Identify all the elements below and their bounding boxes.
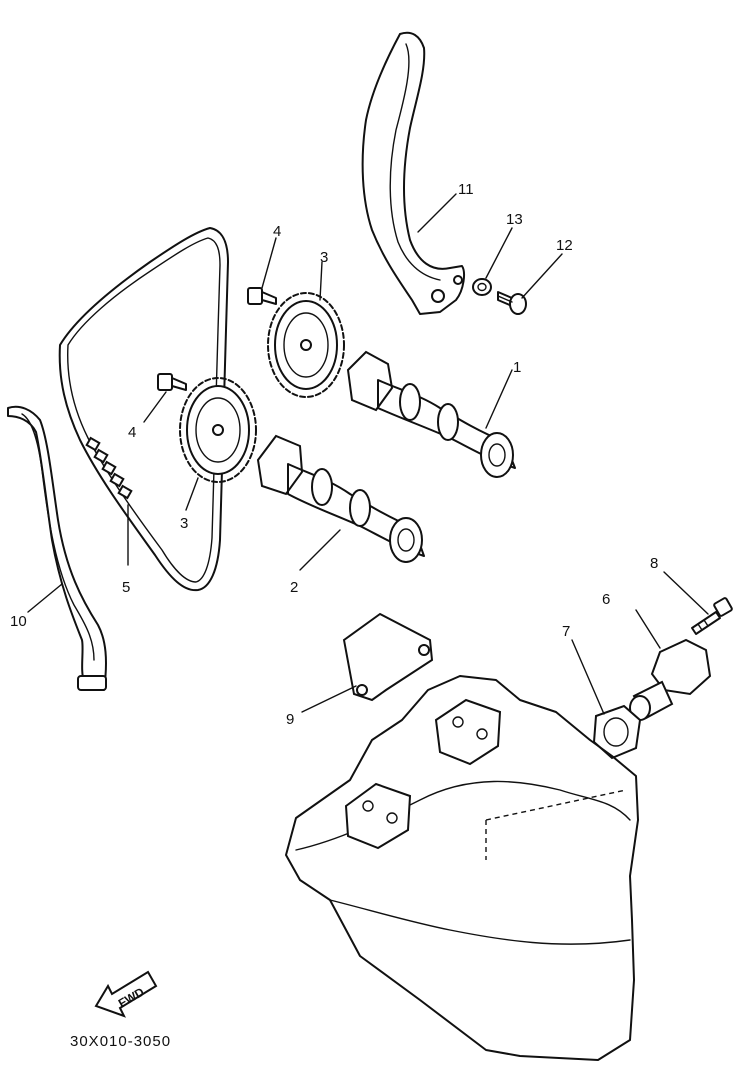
chain-guide-intake	[7, 405, 107, 691]
callout-4-upper: 4	[273, 223, 281, 240]
guide-bolt	[497, 291, 527, 315]
chain-guide-exhaust	[361, 31, 465, 315]
fwd-arrow-icon: FWD	[94, 970, 158, 1018]
callout-numbers: 1 2 3 3 4 4 5 6 7 8 9 10 11 12 13	[10, 181, 658, 728]
bolt-upper	[247, 287, 277, 305]
cam-chain-links	[85, 436, 133, 566]
callout-11: 11	[458, 181, 474, 198]
callout-5: 5	[122, 579, 130, 596]
camshaft-exhaust	[346, 350, 516, 478]
callout-2: 2	[290, 579, 298, 596]
sprocket-lower	[179, 377, 257, 483]
chain-guide-bracket	[342, 612, 434, 702]
callout-6: 6	[602, 591, 610, 608]
leader-lines	[27, 193, 709, 715]
tensioner-bolt	[691, 597, 733, 635]
callout-9: 9	[286, 711, 294, 728]
callout-3-lower: 3	[180, 515, 188, 532]
tensioner-gasket	[592, 704, 642, 760]
sprocket-upper	[267, 292, 345, 398]
callout-10: 10	[10, 613, 27, 630]
callout-1: 1	[513, 359, 521, 376]
callout-13: 13	[506, 211, 523, 228]
cylinder-head	[285, 675, 639, 1061]
callout-3-upper: 3	[320, 249, 328, 266]
callout-7: 7	[562, 623, 570, 640]
callout-12: 12	[556, 237, 573, 254]
callout-8: 8	[650, 555, 658, 572]
camshaft-intake	[256, 434, 425, 563]
chain-tensioner	[629, 638, 712, 721]
diagram-code: 30X010-3050	[70, 1033, 172, 1050]
bolt-lower	[157, 373, 187, 391]
callout-4-lower: 4	[128, 424, 136, 441]
guide-washer	[472, 278, 492, 296]
